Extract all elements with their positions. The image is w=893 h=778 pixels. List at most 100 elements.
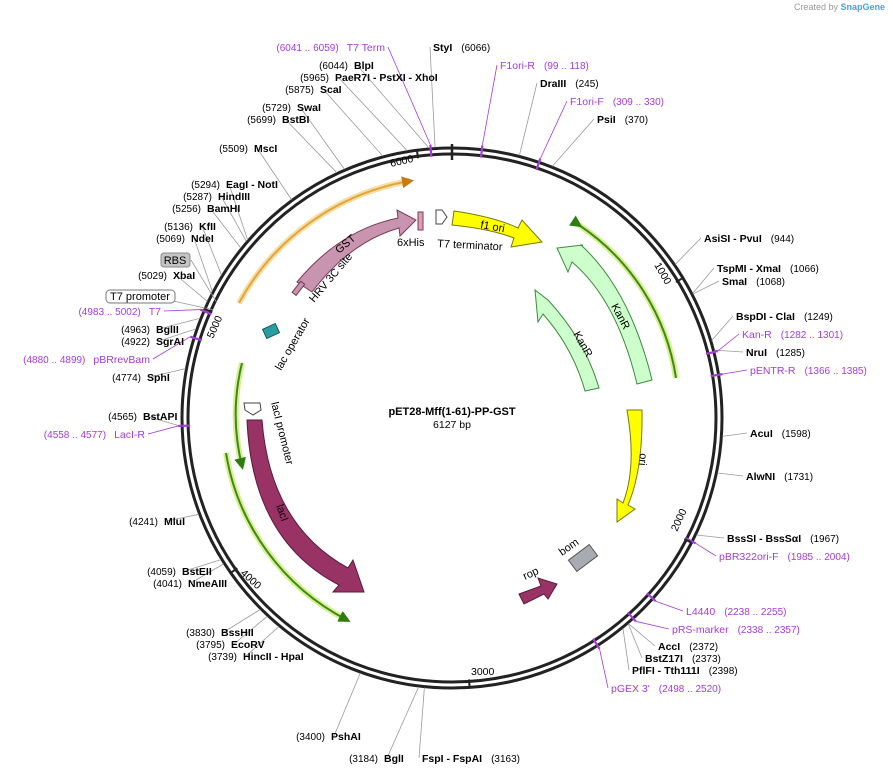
enzyme-sgrai[interactable]: (4922)SgrAI	[121, 336, 184, 348]
enzyme-leader-alwni	[717, 472, 744, 477]
tick-label-1000: 1000	[651, 261, 673, 287]
primer-mark-pgex-3	[592, 638, 601, 650]
enzyme-sphi[interactable]: (4774)SphI	[112, 372, 170, 384]
primer-t7[interactable]: T7(4983 .. 5002)	[78, 306, 161, 318]
enzyme-bamhi[interactable]: (5256)BamHI	[172, 203, 240, 215]
enzyme-nmeaiii[interactable]: (4041)NmeAIII	[153, 578, 227, 590]
enzyme-leader-acci	[628, 623, 656, 647]
enzyme-psii[interactable]: PsiI(370)	[597, 114, 648, 126]
enzyme-smai[interactable]: SmaI(1068)	[722, 276, 785, 288]
tick-6000	[415, 150, 419, 159]
enzyme-hincii-hpai[interactable]: (3739)HincII - HpaI	[208, 651, 304, 663]
enzyme-pflfi-tth111i[interactable]: PflFI - Tth111I(2398)	[632, 665, 738, 677]
enzyme-acci[interactable]: AccI(2372)	[658, 641, 718, 653]
enzyme-position: (1598)	[782, 429, 811, 440]
enzyme-leader-mlui	[166, 513, 199, 522]
enzyme-name: HindIII	[218, 191, 250, 203]
enzyme-name: BamHI	[207, 203, 240, 215]
enzyme-bgli[interactable]: (3184)BglI	[349, 753, 404, 765]
primer-range: (1282 .. 1301)	[781, 330, 843, 341]
enzyme-leader-bstz17i	[627, 623, 643, 659]
orf-arcs	[223, 176, 679, 623]
enzyme-position: (4041)	[153, 579, 182, 590]
enzyme-leader-msci	[256, 147, 292, 200]
t7-promoter-box	[105, 289, 176, 304]
feature-kanr-outer-arrow	[556, 244, 653, 385]
enzyme-asisi-pvui[interactable]: AsiSI - PvuI(944)	[704, 233, 794, 245]
enzyme-position: (5875)	[285, 85, 314, 96]
enzyme-ecorv[interactable]: (3795)EcoRV	[196, 639, 265, 651]
enzyme-eagi-noti[interactable]: (5294)EagI - NotI	[191, 179, 278, 191]
enzyme-xbai[interactable]: (5029)XbaI	[138, 270, 195, 282]
primer-pbrrevbam[interactable]: pBRrevBam(4880 .. 4899)	[23, 354, 150, 366]
enzyme-paer7i-pstxi-xhoi[interactable]: (5965)PaeR7I - PstXI - XhoI	[300, 72, 438, 84]
enzyme-blpi[interactable]: (6044)BlpI	[319, 60, 374, 72]
enzyme-scai[interactable]: (5875)ScaI	[285, 84, 342, 96]
primer-leader-laci-r	[147, 425, 179, 435]
enzyme-leader-nrui	[714, 349, 744, 353]
orf-green-left-inner	[234, 362, 246, 470]
primer-f1ori-f[interactable]: F1ori-F(309 .. 330)	[570, 96, 664, 108]
plasmid-name: pET28-Mff(1-61)-PP-GST	[388, 406, 515, 418]
enzyme-hindiii[interactable]: (5287)HindIII	[183, 191, 250, 203]
enzyme-bsssi-bsss-i[interactable]: BssSI - BssSαI(1967)	[727, 533, 839, 545]
primer-name: LacI-R	[114, 429, 145, 441]
enzyme-alwni[interactable]: AlwNI(1731)	[746, 471, 813, 483]
enzyme-leader-bstbi	[284, 118, 338, 173]
enzyme-tspmi-xmai[interactable]: TspMI - XmaI(1066)	[717, 263, 819, 275]
enzyme-draiii[interactable]: DraIII(245)	[540, 78, 599, 90]
enzyme-name: AcuI	[750, 428, 773, 440]
enzyme-position: (370)	[625, 115, 648, 126]
enzyme-kfii[interactable]: (5136)KfII	[164, 221, 216, 233]
enzyme-name: BspDI - ClaI	[736, 311, 795, 323]
enzyme-bsteii[interactable]: (4059)BstEII	[147, 566, 212, 578]
enzyme-bglii[interactable]: (4963)BglII	[121, 324, 179, 336]
enzyme-bspdi-clai[interactable]: BspDI - ClaI(1249)	[736, 311, 833, 323]
enzyme-acui[interactable]: AcuI (1598)	[750, 428, 811, 440]
primer-f1ori-r[interactable]: F1ori-R(99 .. 118)	[500, 60, 589, 72]
primer-l4440[interactable]: L4440(2238 .. 2255)	[686, 606, 786, 618]
enzyme-bstapi[interactable]: (4565)BstAPI	[108, 411, 177, 423]
primer-prs-marker[interactable]: pRS-marker(2338 .. 2357)	[672, 624, 800, 636]
enzyme-position: (1068)	[756, 277, 785, 288]
primer-pgex-3[interactable]: pGEX 3'(2498 .. 2520)	[611, 683, 721, 695]
enzyme-name: TspMI - XmaI	[717, 263, 781, 275]
enzyme-fspi-fspai[interactable]: FspI - FspAI(3163)	[422, 753, 520, 765]
primer-name: pBR322ori-F	[719, 551, 779, 563]
primer-pbr322ori-f[interactable]: pBR322ori-F (1985 .. 2004)	[719, 551, 850, 563]
feature-6xhis-label: 6xHis	[397, 237, 425, 249]
enzyme-bstz17i[interactable]: BstZ17I(2373)	[645, 653, 721, 665]
enzyme-position: (1731)	[784, 472, 813, 483]
enzyme-nrui[interactable]: NruI(1285)	[746, 347, 805, 359]
rbs-label: RBS	[164, 255, 187, 267]
primer-laci-r[interactable]: LacI-R(4558 .. 4577)	[44, 429, 146, 441]
feature-bom-box	[567, 543, 599, 573]
enzyme-mlui[interactable]: (4241)MluI	[129, 516, 185, 528]
primer-name: F1ori-F	[570, 96, 604, 108]
enzyme-name: BstAPI	[143, 411, 178, 423]
primer-range: (4880 .. 4899)	[23, 355, 85, 366]
enzyme-styi[interactable]: StyI(6066)	[433, 42, 490, 54]
enzyme-pshai[interactable]: (3400)PshAI	[296, 731, 361, 743]
primer-pentr-r[interactable]: pENTR-R(1366 .. 1385)	[750, 365, 867, 377]
enzyme-position: (4059)	[147, 567, 176, 578]
enzyme-bstbi[interactable]: (5699)BstBI	[247, 114, 309, 126]
primer-kan-r[interactable]: Kan-R(1282 .. 1301)	[742, 329, 843, 341]
enzyme-bsshii[interactable]: (3830)BssHII	[186, 627, 254, 639]
enzyme-leader-xbai	[175, 274, 208, 302]
primer-mark-pbrrevbam	[190, 335, 203, 342]
enzyme-name: NdeI	[191, 233, 214, 245]
enzyme-leader-ecorv	[233, 615, 268, 645]
primer-range: (4983 .. 5002)	[78, 307, 140, 318]
orf-orange	[238, 176, 414, 304]
enzyme-leader-kfii	[201, 225, 222, 276]
enzyme-swai[interactable]: (5729)SwaI	[262, 102, 321, 114]
enzyme-msci[interactable]: (5509)MscI	[219, 143, 277, 155]
primer-t7-term[interactable]: T7 Term(6041 .. 6059)	[276, 42, 385, 54]
enzyme-ndei[interactable]: (5069)NdeI	[156, 233, 214, 245]
primer-range: (1366 .. 1385)	[805, 366, 867, 377]
snapgene-brand: Created by SnapGene	[794, 2, 885, 12]
tick-1000	[675, 277, 684, 283]
primer-range: (1985 .. 2004)	[788, 552, 850, 563]
